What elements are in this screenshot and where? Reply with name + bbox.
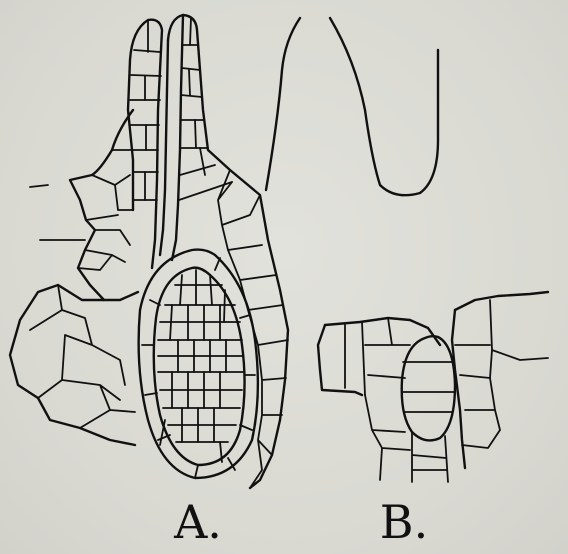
figure-b-section — [318, 292, 548, 482]
label-a: A. — [173, 495, 222, 549]
top-curve-outline — [266, 18, 438, 195]
figure-a-section — [10, 15, 288, 488]
label-b: B. — [380, 495, 428, 549]
